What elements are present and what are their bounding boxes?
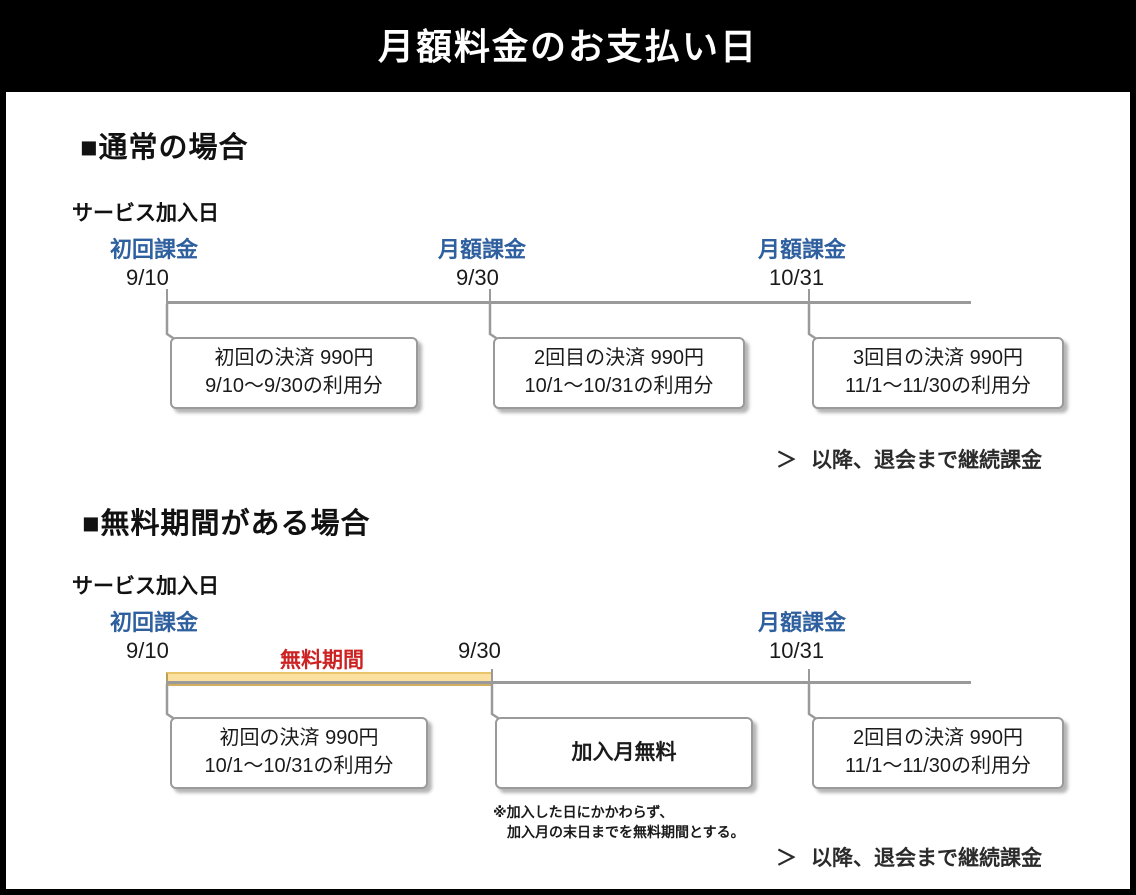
callout-line-2: 11/1〜11/30の利用分 [844, 755, 1031, 777]
section-1-timeline-axis [166, 301, 971, 304]
callout-line-2: 10/1〜10/31の利用分 [524, 375, 714, 397]
footnote-line-2: 加入月の末日までを無料期間とする。 [493, 824, 745, 841]
section-2-callout-1[interactable]: 初回の決済 990円 10/1〜10/31の利用分 [170, 717, 428, 789]
free-period-label: 無料期間 [280, 649, 364, 672]
section-2-sub-label: サービス加入日 [72, 575, 219, 598]
chevron-right-icon: ＞ [776, 449, 797, 472]
section-1-callout-3[interactable]: 3回目の決済 990円 11/1〜11/30の利用分 [812, 337, 1064, 409]
section-2-marker-3-label: 月額課金 [758, 610, 847, 635]
callout-line-2: 11/1〜11/30の利用分 [844, 375, 1031, 397]
section-1-tick-9-30 [489, 289, 491, 303]
page-title: 月額料金のお支払い日 [377, 26, 758, 67]
callout-line-1: 初回の決済 990円 [214, 347, 374, 370]
section-1-marker-2-date: 9/30 [456, 265, 499, 290]
title-bar: 月額料金のお支払い日 [0, 0, 1136, 88]
section-1-tick-10-31 [808, 289, 810, 303]
section-2-tick-9-30 [491, 669, 493, 683]
section-1-note-text: 以降、退会まで継続課金 [811, 449, 1042, 472]
section-1-note: ＞ 以降、退会まで継続課金 [776, 444, 1042, 474]
section-2-note: ＞ 以降、退会まで継続課金 [776, 842, 1042, 872]
callout-line-2: 10/1〜10/31の利用分 [204, 755, 394, 777]
section-2-marker-1-date: 9/10 [126, 638, 169, 663]
footnote-line-1: ※加入した日にかかわらず、 [493, 804, 674, 820]
section-2-heading: ■無料期間がある場合 [82, 508, 371, 540]
callout-line-1: 加入月無料 [571, 740, 677, 764]
callout-line-1: 2回目の決済 990円 [533, 347, 705, 370]
section-1-marker-3-date: 10/31 [769, 265, 825, 290]
chevron-right-icon: ＞ [776, 847, 797, 870]
section-1-heading: ■通常の場合 [80, 132, 249, 164]
callout-line-1: 3回目の決済 990円 [852, 347, 1024, 370]
section-1-marker-1-date: 9/10 [126, 265, 169, 290]
section-2-callout-2[interactable]: 加入月無料 [495, 717, 753, 789]
section-2-note-text: 以降、退会まで継続課金 [811, 847, 1042, 870]
section-2-marker-2-date: 9/30 [458, 638, 501, 663]
section-1-marker-3-label: 月額課金 [758, 237, 847, 262]
section-1-callout-2[interactable]: 2回目の決済 990円 10/1〜10/31の利用分 [493, 337, 745, 409]
section-1-tick-start [166, 289, 168, 303]
section-2-marker-3-date: 10/31 [769, 638, 825, 663]
slide-canvas: ■通常の場合 サービス加入日 初回課金 9/10 月額課金 9/30 月額課金 … [6, 92, 1130, 889]
callout-line-1: 初回の決済 990円 [219, 727, 379, 750]
section-1-marker-2-label: 月額課金 [438, 237, 527, 262]
section-2-tick-10-31 [808, 669, 810, 683]
section-2-footnote: ※加入した日にかかわらず、 加入月の末日までを無料期間とする。 [493, 802, 745, 843]
callout-line-2: 9/10〜9/30の利用分 [205, 375, 383, 397]
section-1-sub-label: サービス加入日 [72, 202, 219, 225]
section-1-callout-1[interactable]: 初回の決済 990円 9/10〜9/30の利用分 [170, 337, 418, 409]
section-2-marker-1-label: 初回課金 [110, 610, 199, 635]
section-1-marker-1-label: 初回課金 [110, 237, 199, 262]
callout-line-1: 2回目の決済 990円 [852, 727, 1024, 750]
section-2-callout-3[interactable]: 2回目の決済 990円 11/1〜11/30の利用分 [812, 717, 1064, 789]
section-2-timeline-axis [166, 681, 971, 684]
